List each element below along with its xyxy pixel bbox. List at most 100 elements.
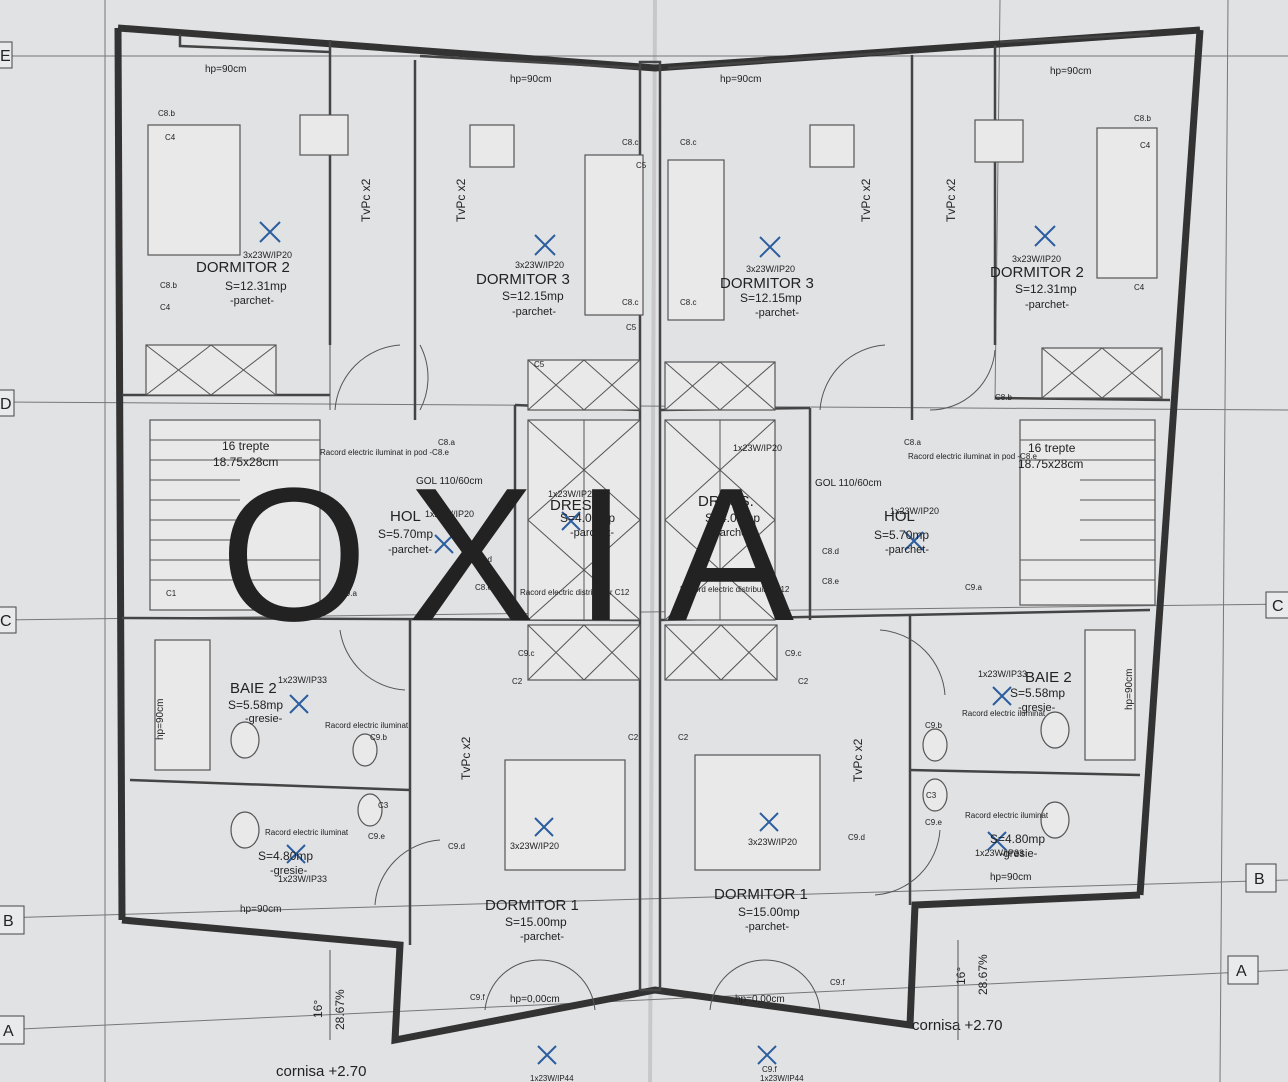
svg-text:C8.b: C8.b: [1134, 114, 1151, 123]
window-label-1: hp=90cm: [205, 64, 246, 75]
svg-text:1x23W/IP33: 1x23W/IP33: [978, 669, 1027, 679]
svg-text:-parchet-: -parchet-: [520, 931, 564, 943]
svg-text:C9.c: C9.c: [785, 649, 801, 658]
sink-1: [352, 733, 378, 767]
opening-left: GOL 110/60cm: [416, 476, 483, 487]
bottom-light-right: 1x23W/IP44: [760, 1074, 804, 1082]
svg-text:S=15.00mp: S=15.00mp: [505, 915, 567, 929]
svg-text:C8.e: C8.e: [475, 583, 492, 592]
svg-text:-parchet-: -parchet-: [745, 921, 789, 933]
svg-text:S=4.80mp: S=4.80mp: [258, 849, 313, 863]
svg-text:C8.b: C8.b: [995, 393, 1012, 402]
circuit-tags: C4 C4 C8.b C8.b C5 C8.c C8.c C5 C5 C8.a …: [158, 109, 1151, 1002]
svg-text:-gresie-: -gresie-: [245, 713, 283, 725]
axis-b-line: [0, 879, 1288, 919]
window-label-4: hp=90cm: [1050, 66, 1091, 77]
roof-slope-left: 16°: [311, 1000, 325, 1018]
svg-text:C9.e: C9.e: [368, 832, 385, 841]
svg-text:S=5.58mp: S=5.58mp: [1010, 686, 1065, 700]
svg-text:-parchet-: -parchet-: [512, 306, 556, 318]
svg-text:-gresie-: -gresie-: [270, 865, 308, 877]
stair-size-left: 18.75x28cm: [213, 455, 278, 469]
doors: [334, 344, 996, 1011]
svg-text:3x23W/IP20: 3x23W/IP20: [510, 841, 559, 851]
wardrobe-3: [527, 359, 641, 411]
light-marker-12: [534, 817, 554, 837]
svg-text:C8.c: C8.c: [622, 298, 638, 307]
tv-label-6: TvPc x2: [851, 738, 865, 782]
svg-text:S=5.70mp: S=5.70mp: [874, 528, 929, 542]
svg-text:C8.a: C8.a: [904, 438, 921, 447]
svg-text:DORMITOR 2: DORMITOR 2: [990, 264, 1084, 281]
axis-label-b-right: B: [1254, 871, 1265, 888]
electrical-notes: Racord electric iluminat in pod -C8.e Ra…: [265, 448, 1049, 837]
svg-text:C9.d: C9.d: [448, 842, 465, 851]
room-dormitor2-left: 3x23W/IP20 DORMITOR 2 S=12.31mp -parchet…: [196, 250, 292, 307]
svg-text:DORMITOR 3: DORMITOR 3: [720, 275, 814, 292]
axis-label-b-left: B: [3, 913, 14, 930]
door-3: [819, 344, 886, 411]
svg-text:C9.a: C9.a: [965, 583, 982, 592]
svg-text:C8.c: C8.c: [680, 298, 696, 307]
svg-text:C9.b: C9.b: [925, 721, 942, 730]
walls: [114, 24, 1204, 1045]
svg-text:1x23W/IP33: 1x23W/IP33: [278, 874, 327, 884]
svg-text:-parchet-: -parchet-: [755, 307, 799, 319]
svg-text:C8.d: C8.d: [822, 547, 839, 556]
note-bath1-right: Racord electric iluminat: [965, 811, 1049, 820]
svg-text:S=12.15mp: S=12.15mp: [502, 289, 564, 303]
stair-labels: 16 trepte 18.75x28cm 16 trepte 18.75x28c…: [213, 439, 1083, 489]
svg-text:S=12.31mp: S=12.31mp: [225, 279, 287, 293]
light-marker-13: [759, 812, 779, 832]
room-dormitor1-left: 3x23W/IP20 DORMITOR 1 S=15.00mp -parchet…: [485, 841, 579, 943]
toilet-3: [1040, 711, 1070, 749]
light-marker-4: [1034, 225, 1056, 247]
room-dormitor3-right: 3x23W/IP20 DORMITOR 3 S=12.15mp -parchet…: [720, 264, 814, 319]
party-wall: [638, 60, 662, 992]
svg-text:S=4.08mp: S=4.08mp: [705, 511, 760, 525]
stair-steps-left: 16 trepte: [222, 439, 270, 453]
wall-west: [114, 27, 126, 921]
door-7: [879, 629, 946, 696]
bed-dormitor3-left: [584, 154, 644, 316]
svg-text:C8.c: C8.c: [680, 138, 696, 147]
stair-steps-right: 16 trepte: [1028, 441, 1076, 455]
opening-right: GOL 110/60cm: [815, 478, 882, 489]
svg-text:C8.b: C8.b: [160, 281, 177, 290]
light-marker-9: [992, 686, 1012, 706]
door-8: [874, 829, 941, 896]
axis-label-c-left: C: [0, 613, 12, 630]
sink-2: [357, 793, 383, 827]
axis-d-line: [0, 401, 1288, 411]
room-hol-left: 1x23W/IP20 HOL S=5.70mp -parchet-: [378, 508, 474, 556]
tv-label-3: TvPc x2: [859, 178, 873, 222]
svg-text:-parchet-: -parchet-: [230, 295, 274, 307]
svg-text:-parchet-: -parchet-: [1025, 299, 1069, 311]
window-labels: hp=90cm hp=90cm hp=90cm hp=90cm hp=0,00c…: [155, 64, 1135, 1005]
svg-text:3x23W/IP20: 3x23W/IP20: [243, 250, 292, 260]
window-label-7: hp=90cm: [240, 904, 281, 915]
door-5: [339, 629, 406, 691]
roof-pct-right: 28.67%: [976, 954, 990, 995]
axis-a-line: [0, 969, 1288, 1031]
door-4: [929, 349, 996, 411]
window-label-8: hp=90cm: [990, 872, 1031, 883]
svg-text:S=12.31mp: S=12.31mp: [1015, 282, 1077, 296]
svg-text:1x23W/IP20: 1x23W/IP20: [548, 489, 597, 499]
note-bath1-left: Racord electric iluminat: [265, 828, 349, 837]
svg-text:C9.f: C9.f: [470, 993, 485, 1002]
svg-text:C5: C5: [626, 323, 637, 332]
svg-text:C3: C3: [378, 801, 389, 810]
svg-text:C9.b: C9.b: [370, 733, 387, 742]
door-9: [484, 959, 541, 1011]
svg-text:1x23W/IP20: 1x23W/IP20: [425, 509, 474, 519]
svg-text:3x23W/IP20: 3x23W/IP20: [748, 837, 797, 847]
room-baie2-left: 1x23W/IP33 BAIE 2 S=5.58mp -gresie-: [228, 675, 327, 725]
wardrobe-1: [145, 344, 277, 396]
room-dormitor2-right: 3x23W/IP20 DORMITOR 2 S=12.31mp -parchet…: [990, 254, 1084, 311]
light-marker-8: [289, 694, 309, 714]
room-baie2-right: 1x23W/IP33 BAIE 2 S=5.58mp -gresie-: [978, 669, 1072, 714]
bed-dormitor1-right: [694, 754, 821, 871]
door-6: [374, 839, 441, 906]
svg-text:C2: C2: [798, 677, 809, 686]
